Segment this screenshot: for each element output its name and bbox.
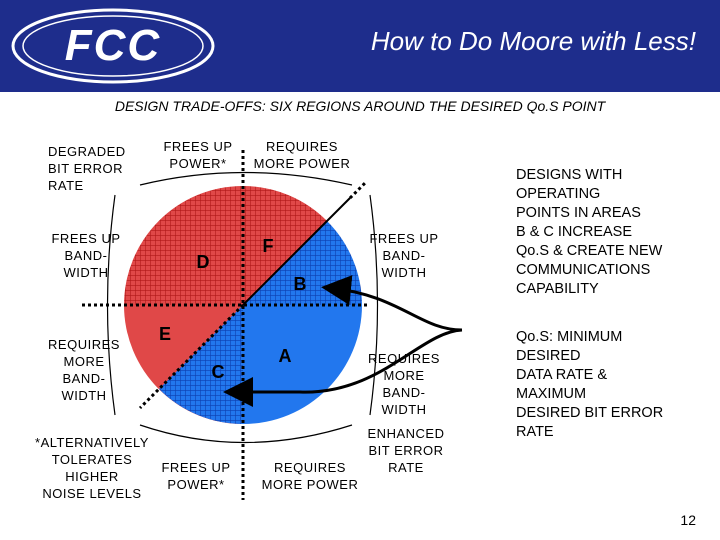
bottom-bracket — [139, 424, 353, 444]
header-bar: FCC How to Do Moore with Less! — [0, 0, 720, 92]
region-label-c: C — [212, 362, 225, 382]
region-label-b: B — [294, 274, 307, 294]
region-label-d: D — [197, 252, 210, 272]
region-d-sector — [124, 186, 243, 305]
region-label-f: F — [263, 236, 274, 256]
page-title: How to Do Moore with Less! — [370, 26, 696, 56]
diagram-subtitle: DESIGN TRADE-OFFS: SIX REGIONS AROUND TH… — [114, 98, 606, 114]
arrow-to-b — [321, 275, 463, 332]
region-f-sector — [243, 186, 327, 305]
arrow-to-c — [223, 328, 463, 407]
fcc-logo-text: FCC — [65, 21, 161, 70]
diagonal-dashed — [138, 303, 245, 410]
top-bracket — [139, 171, 353, 186]
diagonal-solid — [242, 197, 351, 306]
page-number: 12 — [680, 512, 696, 528]
right-bracket — [369, 194, 379, 416]
left-bracket — [106, 194, 116, 416]
fcc-logo: FCC — [11, 8, 215, 84]
region-c-sector — [159, 305, 243, 424]
region-a-sector — [243, 305, 362, 424]
diagonal-dashed-ext — [348, 181, 367, 200]
region-label-e: E — [159, 324, 171, 344]
region-label-a: A — [279, 346, 292, 366]
